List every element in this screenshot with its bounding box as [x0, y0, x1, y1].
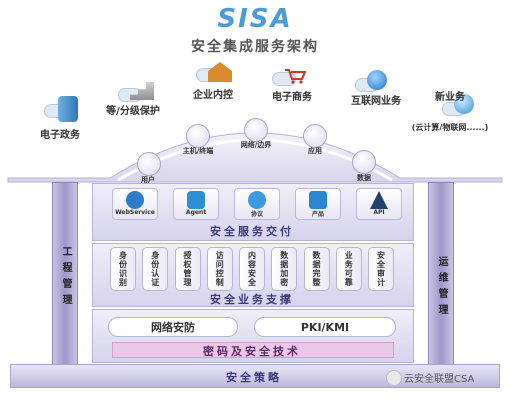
service-delivery-label: 安全服务交付 [210, 225, 294, 238]
scenario-label: 新业务 [435, 92, 465, 103]
agent-icon [187, 191, 205, 209]
support-item: 业务可靠 [335, 247, 362, 291]
service-tile: WebService [112, 188, 158, 220]
service-tile: API [356, 188, 402, 220]
service-tile: 协议 [234, 188, 280, 220]
scenario-sublabel: (云计算/物联网......) [411, 123, 489, 132]
service-tile-label: 产品 [311, 211, 324, 218]
arc-node-label: 网络/边界 [240, 141, 272, 149]
watermark-text: 云安全联盟CSA [404, 374, 475, 385]
support-item: 身份识别 [110, 247, 136, 291]
support-item: 数据加密 [271, 247, 298, 291]
building-icon [58, 96, 78, 122]
product-icon [309, 191, 327, 209]
arc-node-label: 应用 [308, 147, 322, 155]
right-pillar [428, 182, 454, 384]
arc-node-label: 主机/终端 [182, 147, 214, 155]
support-items: 身份识别 身份认证 授权管理 访问控制 内容安全 数据加密 数据完整 业务可靠 … [110, 247, 394, 291]
crypto-label: 密码及安全技术 [203, 345, 301, 358]
support-item: 内容安全 [239, 247, 265, 291]
support-item: 安全审计 [368, 247, 394, 291]
arc-node-label: 用户 [141, 176, 155, 184]
arc-node-label: 数据 [357, 174, 371, 182]
left-pillar [52, 182, 78, 384]
scenario-label: 电子政务 [40, 130, 80, 141]
api-icon [370, 191, 388, 209]
policy-label: 安全策略 [226, 371, 282, 384]
globe-icon [454, 94, 474, 114]
support-item: 授权管理 [174, 247, 201, 291]
protocol-icon [248, 191, 266, 209]
database-icon [352, 150, 376, 174]
scenario-label: 等/分级保护 [106, 106, 160, 117]
webservice-icon [126, 191, 144, 209]
scenario-label: 电子商务 [272, 92, 312, 103]
users-icon [137, 152, 161, 176]
left-pillar-label: 工程管理 [60, 246, 71, 310]
crypto-strip [112, 342, 394, 358]
tech-item: PKI/KMI [254, 317, 396, 337]
tech-item: 网络安防 [108, 317, 238, 337]
right-pillar-label: 运维管理 [436, 256, 447, 320]
service-tile-label: API [373, 209, 385, 216]
diagram-title: SISA [217, 4, 293, 34]
house-icon [208, 62, 232, 82]
computer-icon [186, 124, 210, 148]
support-item: 访问控制 [206, 247, 233, 291]
business-support-label: 安全业务支撑 [210, 293, 294, 306]
service-tile-label: Agent [185, 209, 207, 216]
cart-icon [284, 68, 307, 84]
wechat-icon [386, 370, 402, 386]
diagram-subtitle: 安全集成服务架构 [191, 39, 319, 55]
gears-icon [303, 124, 327, 148]
support-item: 数据完整 [303, 247, 330, 291]
service-tile: Agent [173, 188, 219, 220]
scenario-label: 企业内控 [193, 90, 233, 101]
service-tile-label: WebService [115, 209, 155, 216]
policy-layer [10, 364, 500, 388]
service-tile: 产品 [295, 188, 341, 220]
network-icon [244, 118, 268, 142]
service-tile-label: 协议 [250, 211, 263, 218]
ie-globe-icon [367, 70, 387, 90]
support-item: 身份认证 [142, 247, 169, 291]
service-tiles: WebService Agent 协议 产品 API [112, 188, 402, 220]
scenario-label: 互联网业务 [351, 96, 401, 107]
